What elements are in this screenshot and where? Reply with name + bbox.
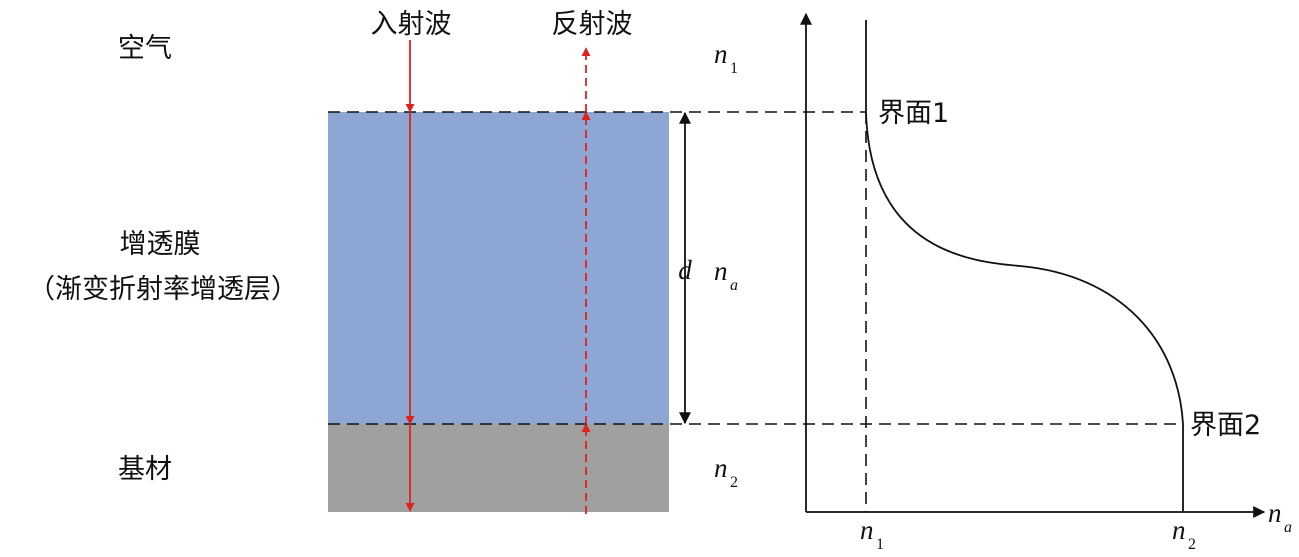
reflected-wave-label: 反射波 <box>552 9 633 40</box>
svg-text:1: 1 <box>730 60 738 77</box>
film-layer <box>328 112 669 424</box>
interface-1-label: 界面1 <box>878 98 949 129</box>
n1-label: n 1 <box>714 39 738 77</box>
svg-text:2: 2 <box>730 474 738 491</box>
svg-text:1: 1 <box>876 536 884 553</box>
x-axis-title-na: n a <box>1268 498 1292 536</box>
incident-wave-label: 入射波 <box>371 9 452 40</box>
substrate-label: 基材 <box>118 454 172 485</box>
film-subtitle-label: （渐变折射率增透层） <box>28 274 298 305</box>
svg-text:a: a <box>1284 519 1292 536</box>
substrate-layer <box>328 424 669 512</box>
svg-text:n: n <box>1172 515 1186 545</box>
svg-text:a: a <box>730 277 738 294</box>
na-label: n a <box>714 256 738 294</box>
x-axis-tick-n1: n 1 <box>860 515 884 553</box>
x-axis-tick-n2: n 2 <box>1172 515 1196 553</box>
svg-text:n: n <box>1268 498 1282 528</box>
svg-text:n: n <box>714 453 728 483</box>
film-title-label: 增透膜 <box>120 229 201 260</box>
svg-text:n: n <box>714 39 728 69</box>
n2-label: n 2 <box>714 453 738 491</box>
svg-text:2: 2 <box>1188 536 1196 553</box>
svg-text:n: n <box>860 515 874 545</box>
svg-text:n: n <box>714 256 728 286</box>
air-label: 空气 <box>118 33 172 64</box>
interface-2-label: 界面2 <box>1190 410 1261 441</box>
thickness-label: d <box>678 255 692 285</box>
refractive-index-profile-curve <box>865 20 1184 512</box>
